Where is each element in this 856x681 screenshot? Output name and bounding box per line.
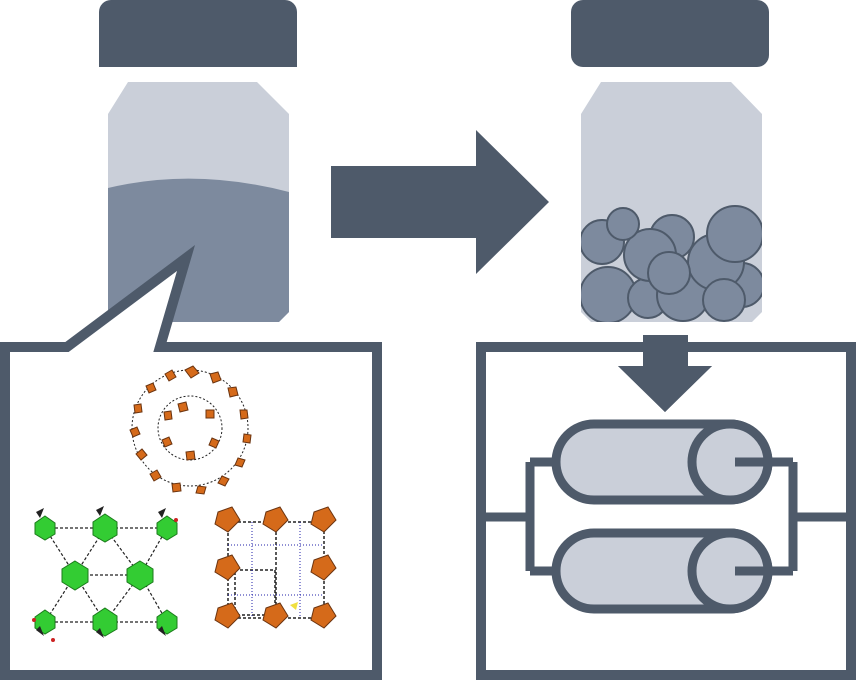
left-jar <box>99 0 297 322</box>
metal-node <box>195 485 207 495</box>
orange-node <box>214 554 241 581</box>
green-node <box>126 560 154 591</box>
orange-node <box>214 506 241 533</box>
metal-node <box>171 482 182 493</box>
metal-node <box>149 469 162 482</box>
metal-node <box>227 386 239 398</box>
metal-node <box>135 448 148 461</box>
metal-node <box>217 475 230 487</box>
right-jar <box>571 0 769 322</box>
callout-outline <box>0 245 382 680</box>
metal-node <box>239 409 249 420</box>
metal-node <box>163 410 173 421</box>
pellet <box>647 251 691 295</box>
metal-node <box>133 403 143 414</box>
columns-box <box>476 335 856 680</box>
metal-node <box>177 401 189 413</box>
structure-callout <box>0 245 382 680</box>
metal-node <box>145 382 157 394</box>
green-node <box>156 515 178 541</box>
pellet <box>706 205 762 263</box>
orange-framework-image <box>214 506 337 629</box>
metal-node <box>164 369 177 382</box>
left-jar-lid-bottom <box>99 50 297 67</box>
metal-node <box>129 426 141 438</box>
green-node <box>92 513 118 543</box>
cage-inner <box>157 395 223 461</box>
orange-node <box>262 602 289 629</box>
metal-node <box>185 450 196 461</box>
orange-node <box>262 506 289 533</box>
cage-structure-image <box>129 365 252 495</box>
metal-node <box>184 365 200 379</box>
metal-node <box>208 437 220 449</box>
down-arrow-overlay <box>618 335 712 412</box>
green-node <box>34 515 56 541</box>
metal-node <box>234 457 246 468</box>
metal-node <box>205 409 215 419</box>
orange-node <box>310 554 337 581</box>
orange-node <box>214 602 241 629</box>
metal-node <box>161 436 173 448</box>
green-node <box>61 560 89 591</box>
metal-node <box>209 371 222 384</box>
metal-node <box>242 433 252 444</box>
green-framework-image <box>32 506 178 642</box>
orange-node <box>310 602 337 629</box>
pellets <box>581 205 762 322</box>
pellet <box>606 207 640 241</box>
process-arrow <box>331 130 549 274</box>
orange-node <box>310 506 337 533</box>
pellet <box>702 278 746 322</box>
right-jar-lid <box>571 0 769 67</box>
